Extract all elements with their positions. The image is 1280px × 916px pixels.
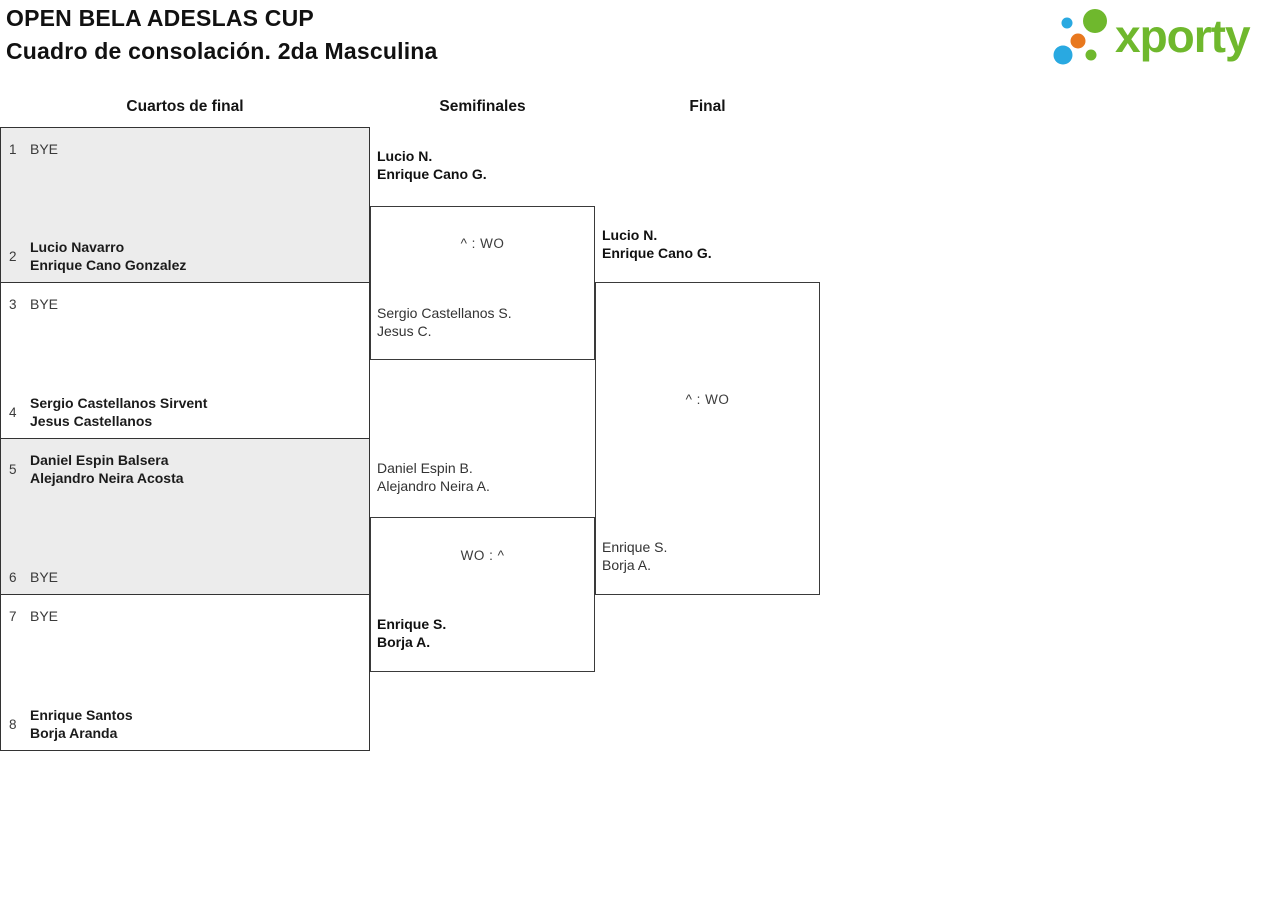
sf2-team1-label: Daniel Espin B. Alejandro Neira A.: [377, 460, 490, 494]
sf-match-2-box: [370, 517, 595, 672]
sf-match-1-box: [370, 206, 595, 360]
round-header-semifinals: Semifinales: [439, 98, 526, 115]
team-name: Enrique Santos Borja Aranda: [30, 707, 133, 741]
qf-match-2: 3 BYE 4 Sergio Castellanos Sirvent Jesus…: [0, 282, 370, 439]
seed-number: 7: [9, 608, 17, 624]
seed-number: 4: [9, 404, 17, 420]
qf4-slot-top: 7 BYE: [9, 607, 361, 625]
xporty-dots-icon: [1053, 9, 1107, 65]
page-title: OPEN BELA ADESLAS CUP Cuadro de consolac…: [6, 2, 438, 68]
draw-name: Cuadro de consolación. 2da Masculina: [6, 38, 438, 64]
qf1-slot-bottom: 2 Lucio Navarro Enrique Cano Gonzalez: [9, 238, 361, 274]
final-team1-label: Lucio N. Enrique Cano G.: [602, 227, 712, 261]
seed-number: 3: [9, 296, 17, 312]
team-name: Lucio Navarro Enrique Cano Gonzalez: [30, 239, 187, 273]
sf2-score: WO : ^: [460, 548, 505, 563]
sf2-team2-label: Enrique S. Borja A.: [377, 616, 447, 650]
seed-number: 2: [9, 248, 17, 264]
qf1-slot-top: 1 BYE: [9, 140, 361, 158]
qf-match-1: 1 BYE 2 Lucio Navarro Enrique Cano Gonza…: [0, 127, 370, 283]
team-name: Daniel Espin Balsera Alejandro Neira Aco…: [30, 452, 184, 486]
team-name-bye: BYE: [30, 569, 59, 585]
seed-number: 8: [9, 716, 17, 732]
final-match-box: [595, 282, 820, 595]
tournament-name: OPEN BELA ADESLAS CUP: [6, 5, 314, 31]
qf-match-4: 7 BYE 8 Enrique Santos Borja Aranda: [0, 594, 370, 751]
round-header-final: Final: [689, 98, 726, 115]
xporty-logo[interactable]: xporty: [1045, 0, 1251, 70]
team-name-bye: BYE: [30, 141, 59, 157]
final-team2-label: Enrique S. Borja A.: [602, 539, 668, 573]
sf1-team1-label: Lucio N. Enrique Cano G.: [377, 148, 487, 182]
qf2-slot-bottom: 4 Sergio Castellanos Sirvent Jesus Caste…: [9, 394, 361, 430]
qf2-slot-top: 3 BYE: [9, 295, 361, 313]
team-name-bye: BYE: [30, 296, 59, 312]
seed-number: 5: [9, 461, 17, 477]
qf-match-3: 5 Daniel Espin Balsera Alejandro Neira A…: [0, 438, 370, 595]
seed-number: 1: [9, 141, 17, 157]
sf1-score: ^ : WO: [460, 236, 505, 251]
final-score: ^ : WO: [685, 392, 730, 407]
qf3-slot-bottom: 6 BYE: [9, 568, 361, 586]
qf3-slot-top: 5 Daniel Espin Balsera Alejandro Neira A…: [9, 451, 361, 487]
qf4-slot-bottom: 8 Enrique Santos Borja Aranda: [9, 706, 361, 742]
team-name-bye: BYE: [30, 608, 59, 624]
round-header-quarterfinals: Cuartos de final: [126, 98, 244, 115]
team-name: Sergio Castellanos Sirvent Jesus Castell…: [30, 395, 208, 429]
xporty-wordmark: xporty: [1115, 10, 1251, 62]
seed-number: 6: [9, 569, 17, 585]
sf1-team2-label: Sergio Castellanos S. Jesus C.: [377, 305, 512, 339]
